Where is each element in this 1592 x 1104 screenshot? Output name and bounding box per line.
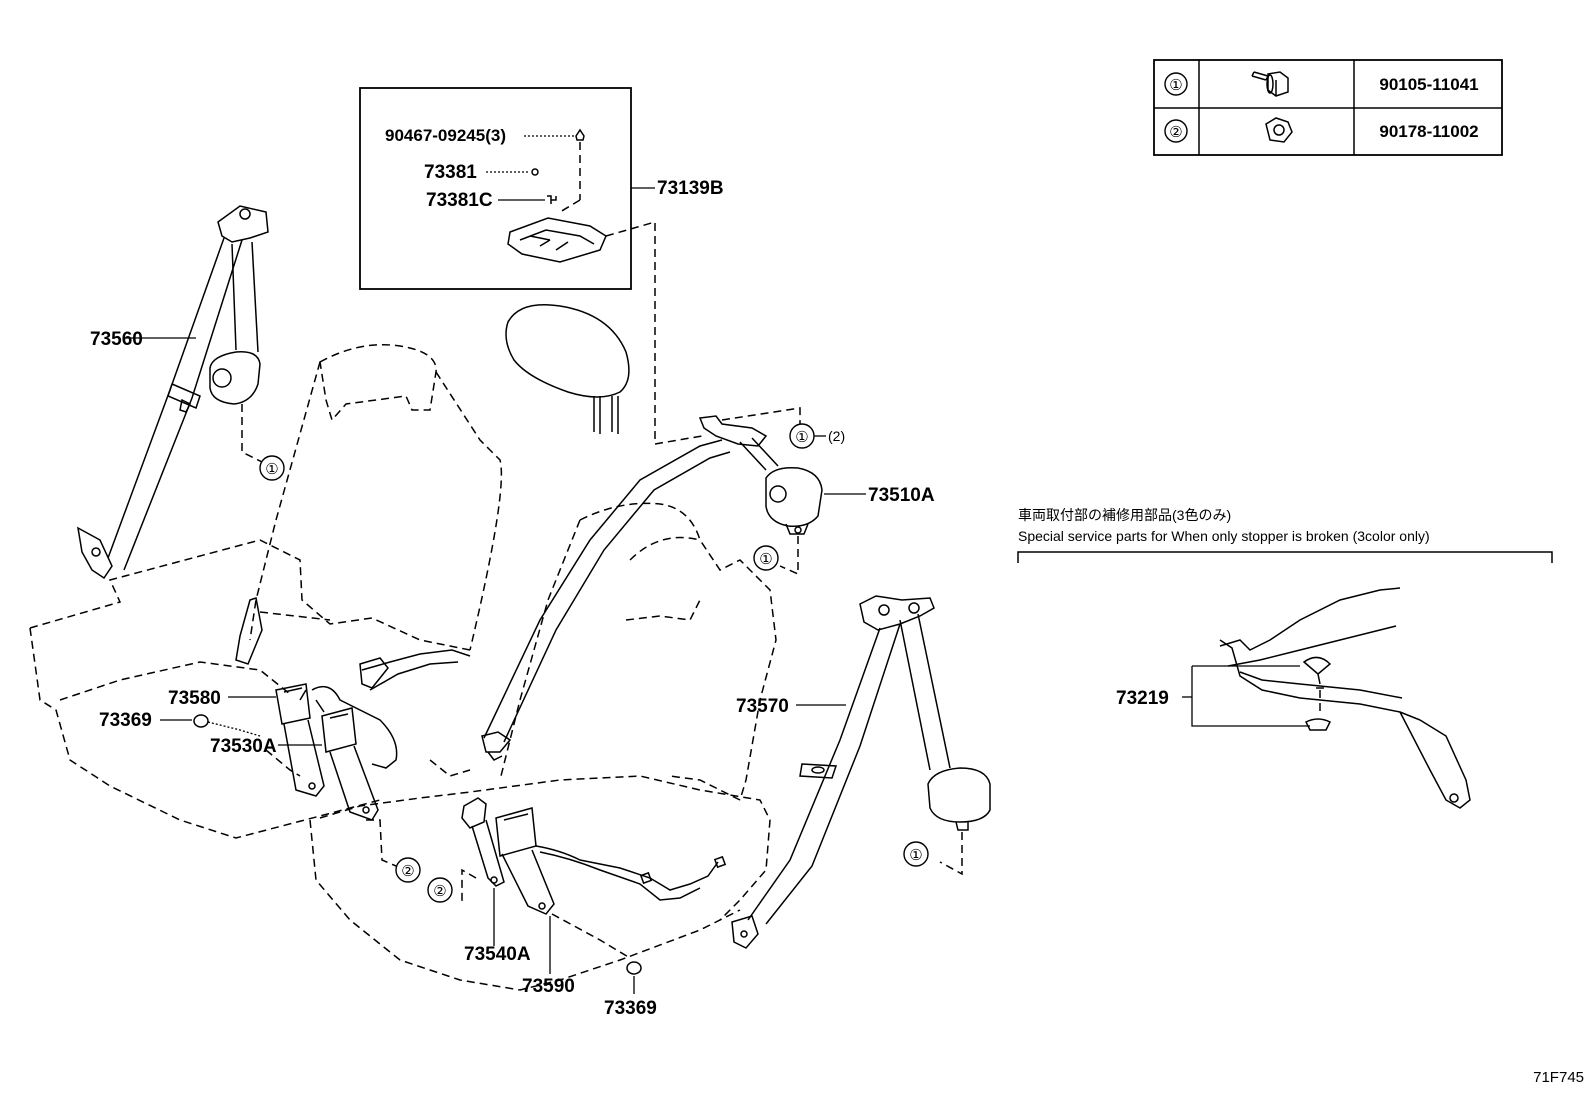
callout-qty: (2)	[828, 428, 845, 444]
label-73369-rear: 73369	[99, 710, 152, 731]
callout-bolt-73510A-upper: ①	[795, 429, 808, 446]
special-title-en: Special service parts for When only stop…	[1018, 528, 1430, 544]
callout-nut-rear: ②	[401, 863, 414, 880]
label-73590: 73590	[522, 976, 575, 997]
special-service-section: 車両取付部の補修用部品(3色のみ) Special service parts …	[1017, 507, 1553, 809]
legend-symbol-1: ①	[1169, 77, 1182, 94]
rear-buckles: 73580 73369 73530A ②	[99, 683, 421, 883]
front-buckles: ② 73540A 73590 73369	[427, 797, 727, 1019]
label-73381C: 73381C	[426, 190, 493, 211]
callout-bolt-73570: ①	[909, 847, 922, 864]
label-73510A: 73510A	[868, 485, 935, 506]
fastener-legend-table: ① ② 90105-11041 90178-11002	[1153, 59, 1503, 156]
label-73139B: 73139B	[657, 178, 724, 199]
legend-part-1: 90105-11041	[1379, 75, 1478, 94]
diagram-code: 71F745	[1533, 1069, 1584, 1086]
label-73570: 73570	[736, 696, 789, 717]
callout-nut-front: ②	[433, 883, 446, 900]
label-90467-09245: 90467-09245(3)	[385, 126, 506, 145]
label-73580: 73580	[168, 688, 221, 709]
flange-bolt-icon	[1251, 71, 1289, 97]
seat-belt-73560: 73560 ①	[77, 205, 285, 580]
callout-bolt-73560: ①	[265, 461, 278, 478]
inset-box-73139B: 90467-09245(3) 73381 73381C 73139B	[359, 87, 724, 445]
label-73369-front: 73369	[604, 998, 657, 1019]
headrest	[505, 304, 630, 434]
label-73540A: 73540A	[464, 944, 531, 965]
legend-part-2: 90178-11002	[1379, 122, 1478, 141]
seat-belt-73510A: 73510A ① (2) ①	[481, 407, 935, 761]
label-73381: 73381	[424, 162, 477, 183]
seat-belt-73570: 73570 ①	[731, 595, 991, 949]
center-lap-belt	[235, 597, 471, 691]
label-73560: 73560	[90, 329, 143, 350]
legend-symbol-2: ②	[1169, 124, 1182, 141]
callout-bolt-73510A-lower: ①	[759, 551, 772, 568]
front-seat-outline	[309, 502, 777, 991]
flange-nut-icon	[1265, 117, 1293, 143]
label-73219: 73219	[1116, 688, 1169, 709]
special-title-jp: 車両取付部の補修用部品(3色のみ)	[1018, 507, 1231, 523]
label-73530A: 73530A	[210, 736, 277, 757]
rear-seat-outline	[29, 343, 503, 839]
